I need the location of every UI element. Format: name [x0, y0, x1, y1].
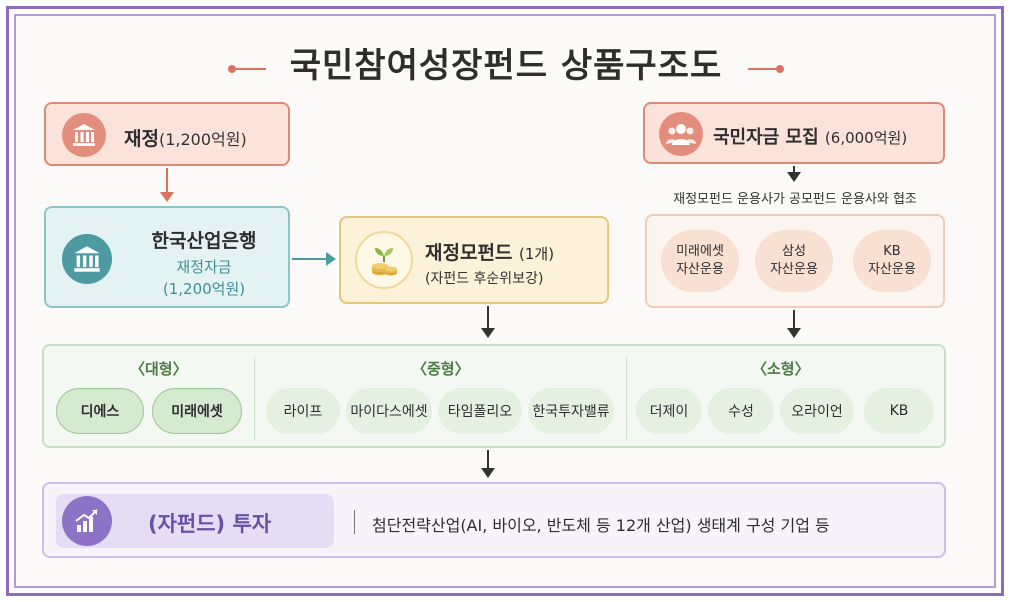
- page-title: 국민참여성장펀드 상품구조도: [289, 46, 723, 86]
- fiscal-box: 재정(1,200억원): [44, 102, 290, 166]
- fund-pill: 한국투자밸류: [528, 388, 614, 434]
- fund-pill: KB: [864, 388, 934, 434]
- title-right-dot: [776, 65, 784, 73]
- title-left-line: [236, 68, 266, 70]
- fiscal-label-text: 재정: [124, 128, 159, 150]
- fiscal-label: 재정(1,200억원): [124, 124, 247, 151]
- mother-fund-count: (1개): [519, 245, 555, 263]
- mother-fund-name: 재정모펀드 (1개): [425, 238, 554, 265]
- sub-funds-box: 〈대형〉 디에스 미래에셋 〈중형〉 라이프 마이다스에셋 타임폴리오 한국투자…: [42, 344, 946, 448]
- manager-item: 삼성 자산운용: [755, 230, 833, 292]
- plant-coins-icon: [355, 231, 413, 289]
- mother-fund-name-text: 재정모펀드: [425, 242, 513, 264]
- manager-item: KB 자산운용: [853, 230, 931, 292]
- kdb-box: 한국산업은행 재정자금 (1,200억원): [44, 206, 290, 308]
- fund-pill: 미래에셋: [152, 388, 242, 434]
- arrow-managers-to-funds: [787, 310, 801, 338]
- fund-pill: 디에스: [56, 388, 144, 434]
- group-title-small: 〈소형〉: [752, 360, 810, 378]
- invest-label-panel: (자펀드) 투자: [56, 494, 334, 548]
- arrow-recruit-down: [787, 166, 801, 182]
- arrow-kdb-to-mother: [292, 252, 336, 266]
- group-divider: [254, 356, 255, 440]
- recruit-box: 국민자금 모집 (6,000억원): [643, 102, 945, 164]
- recruit-amount: (6,000억원): [824, 129, 908, 147]
- bank-building-icon: [62, 113, 106, 157]
- fund-pill: 수성: [708, 388, 774, 434]
- title-left-dot: [228, 65, 236, 73]
- fund-pill: 타임폴리오: [438, 388, 522, 434]
- fiscal-amount: (1,200억원): [158, 130, 247, 149]
- mother-fund-sub: (자펀드 후순위보강): [425, 271, 544, 287]
- manager-item: 미래에셋 자산운용: [661, 230, 739, 292]
- invest-label: (자펀드) 투자: [148, 512, 272, 536]
- kdb-sub1: 재정자금: [176, 258, 232, 276]
- group-divider: [626, 356, 627, 440]
- kdb-name: 한국산업은행: [151, 230, 257, 252]
- title-right-line: [748, 68, 778, 70]
- mother-fund-box: 재정모펀드 (1개) (자펀드 후순위보강): [339, 216, 609, 304]
- group-title-large: 〈대형〉: [130, 360, 188, 378]
- kdb-sub2: (1,200억원): [162, 280, 246, 298]
- recruit-label-text: 국민자금 모집: [713, 127, 819, 148]
- outer-frame: [6, 6, 1004, 596]
- arrow-funds-to-invest: [481, 450, 495, 478]
- invest-description: 첨단전략산업(AI, 바이오, 반도체 등 12개 산업) 생태계 구성 기업 …: [372, 516, 830, 535]
- kdb-sub: 재정자금 (1,200억원): [124, 256, 284, 300]
- group-title-medium: 〈중형〉: [412, 360, 470, 378]
- title-wrap: 국민참여성장펀드 상품구조도: [0, 38, 1012, 87]
- growth-chart-icon: [62, 496, 112, 546]
- managers-box: 미래에셋 자산운용 삼성 자산운용 KB 자산운용: [645, 214, 945, 308]
- people-group-icon: [659, 112, 703, 156]
- coop-text: 재정모펀드 운용사가 공모펀드 운용사와 협조: [673, 192, 917, 207]
- fund-pill: 오라이언: [780, 388, 854, 434]
- fund-pill: 더제이: [636, 388, 702, 434]
- recruit-label: 국민자금 모집 (6,000억원): [713, 123, 907, 149]
- bank-building-icon: [62, 234, 112, 284]
- fund-pill: 라이프: [266, 388, 340, 434]
- invest-separator: [354, 510, 355, 534]
- invest-box: (자펀드) 투자 첨단전략산업(AI, 바이오, 반도체 등 12개 산업) 생…: [42, 482, 946, 558]
- fund-pill: 마이다스에셋: [346, 388, 432, 434]
- arrow-fiscal-to-kdb: [160, 168, 174, 202]
- arrow-mother-to-funds: [481, 306, 495, 338]
